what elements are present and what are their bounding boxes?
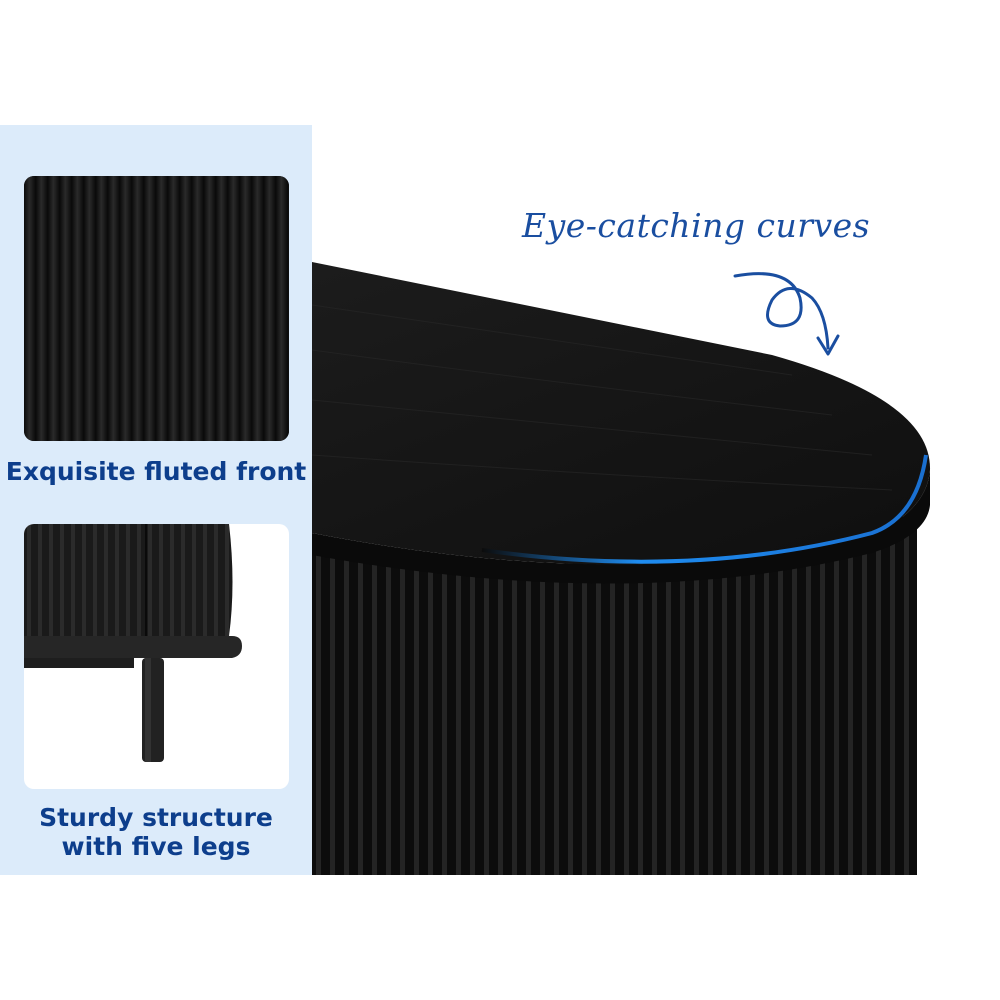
legs-caption: Sturdy structure with five legs xyxy=(0,803,312,861)
curly-arrow-icon xyxy=(733,272,840,356)
legs-caption-line2: with five legs xyxy=(61,832,251,861)
sideboard-hero-image xyxy=(312,262,931,875)
fluted-front-caption: Exquisite fluted front xyxy=(5,457,307,486)
legs-illustration xyxy=(24,524,242,762)
legs-caption-line1: Sturdy structure xyxy=(39,803,273,832)
curves-label: Eye-catching curves xyxy=(522,206,871,245)
fluted-front-illustration xyxy=(24,176,289,441)
legs-image xyxy=(24,524,289,789)
fluted-front-image xyxy=(24,176,289,441)
